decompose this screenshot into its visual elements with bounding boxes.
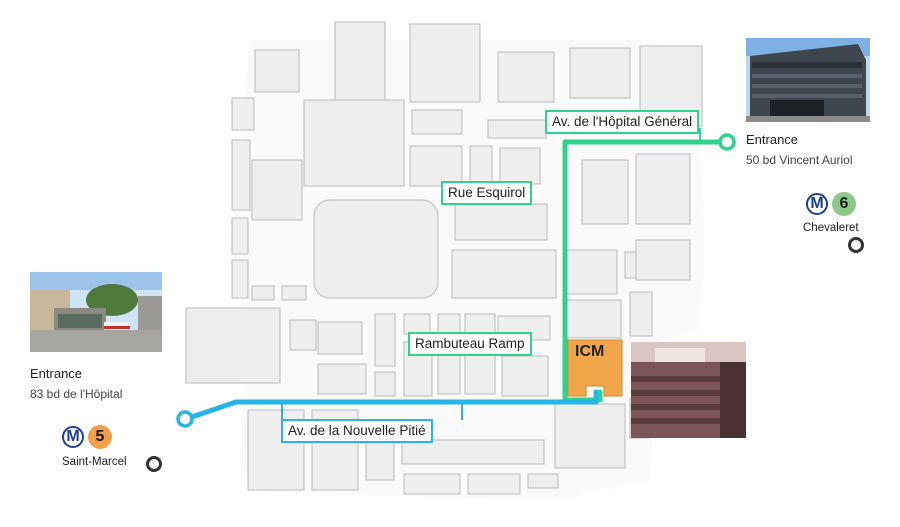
west-entrance-title: Entrance [30, 366, 83, 381]
west-entrance-photo [30, 272, 162, 352]
west-entrance-address: 83 bd de l'Hôpital [30, 387, 123, 401]
route-endpoint-icon [718, 133, 736, 151]
east-entrance-address: 50 bd Vincent Auriol [746, 153, 853, 167]
auditorium-photo [631, 342, 746, 438]
street-label-hopital-general: Av. de l'Hôpital Général [545, 110, 700, 134]
icm-building [567, 339, 623, 397]
west-station-name: Saint-Marcel [62, 456, 127, 468]
east-station-name: Chevaleret [803, 222, 859, 234]
street-label-nouvelle-pitie: Av. de la Nouvelle Pitié [281, 419, 433, 443]
east-entrance-title: Entrance [746, 132, 799, 147]
street-label-rambuteau: Rambuteau Ramp [408, 332, 532, 356]
icm-label: ICM [575, 343, 605, 360]
metro-line-6-icon: 6 [832, 192, 856, 216]
station-dot-icon [848, 237, 864, 253]
west-metro-badge: M 5 [62, 425, 112, 449]
route-endpoint-icon [176, 410, 194, 428]
east-entrance-photo [746, 38, 870, 122]
metro-circle-icon: M [62, 426, 84, 448]
street-label-esquirol: Rue Esquirol [441, 181, 533, 205]
metro-circle-icon: M [806, 193, 828, 215]
blue-route [183, 389, 599, 422]
station-dot-icon [146, 456, 162, 472]
metro-line-5-icon: 5 [88, 425, 112, 449]
east-metro-badge: M 6 [806, 192, 856, 216]
